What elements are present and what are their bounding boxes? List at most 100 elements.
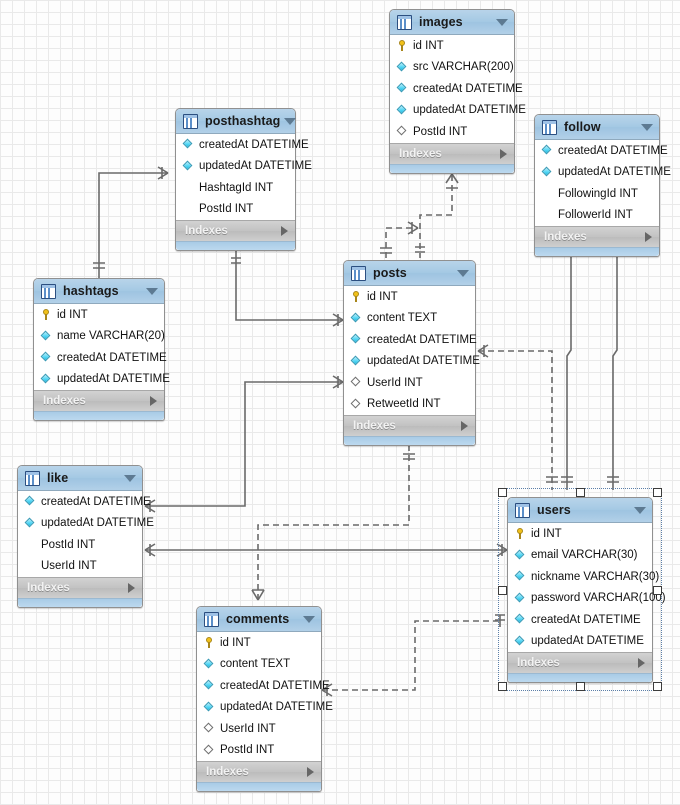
expand-right-icon[interactable]: [638, 658, 645, 668]
table-header-posts[interactable]: posts: [344, 261, 475, 286]
resize-handle-s[interactable]: [576, 682, 585, 691]
field-row[interactable]: createdAt DATETIME: [390, 78, 523, 100]
field-row[interactable]: updatedAt DATETIME: [344, 351, 480, 373]
indexes-label: Indexes: [43, 395, 86, 407]
chevron-down-icon[interactable]: [124, 474, 136, 482]
table-header-images[interactable]: images: [390, 10, 514, 35]
not-null-column-icon: [41, 352, 52, 363]
field-row[interactable]: name VARCHAR(20): [34, 326, 165, 348]
expand-right-icon[interactable]: [645, 232, 652, 242]
not-null-column-icon: [204, 702, 215, 713]
field-row[interactable]: createdAt DATETIME: [18, 491, 151, 513]
field-label: password VARCHAR(100): [531, 592, 666, 605]
table-header-comments[interactable]: comments: [197, 607, 321, 632]
field-row[interactable]: updatedAt DATETIME: [18, 513, 154, 535]
table-header-hashtags[interactable]: hashtags: [34, 279, 164, 304]
indexes-label: Indexes: [517, 657, 560, 669]
indexes-section-comments[interactable]: Indexes: [197, 761, 321, 782]
field-row[interactable]: content TEXT: [344, 308, 475, 330]
field-row[interactable]: content TEXT: [197, 654, 321, 676]
field-row[interactable]: updatedAt DATETIME: [197, 697, 333, 719]
field-row[interactable]: id INT: [508, 523, 652, 545]
field-row[interactable]: id INT: [344, 286, 475, 308]
field-row[interactable]: FollowingId INT: [535, 183, 659, 205]
primary-key-icon: [397, 40, 408, 52]
chevron-down-icon[interactable]: [146, 287, 158, 295]
chevron-down-icon[interactable]: [641, 123, 653, 131]
indexes-section-hashtags[interactable]: Indexes: [34, 390, 164, 411]
field-row[interactable]: PostId INT: [197, 740, 321, 762]
field-row[interactable]: updatedAt DATETIME: [34, 369, 170, 391]
indexes-section-images[interactable]: Indexes: [390, 142, 514, 164]
field-row[interactable]: createdAt DATETIME: [34, 347, 167, 369]
expand-right-icon[interactable]: [307, 767, 314, 777]
expand-right-icon[interactable]: [461, 421, 468, 431]
expand-right-icon[interactable]: [128, 583, 135, 593]
table-header-follow[interactable]: follow: [535, 115, 659, 140]
chevron-down-icon[interactable]: [303, 615, 315, 623]
indexes-section-like[interactable]: Indexes: [18, 577, 142, 598]
field-row[interactable]: updatedAt DATETIME: [176, 156, 312, 178]
indexes-section-posts[interactable]: Indexes: [344, 415, 475, 436]
indexes-section-follow[interactable]: Indexes: [535, 226, 659, 247]
resize-handle-ne[interactable]: [653, 488, 662, 497]
table-header-posthashtag[interactable]: posthashtag: [176, 109, 297, 134]
resize-handle-sw[interactable]: [498, 682, 507, 691]
field-row[interactable]: id INT: [34, 304, 164, 326]
table-header-users[interactable]: users: [508, 498, 652, 523]
table-header-like[interactable]: like: [18, 466, 142, 491]
field-row[interactable]: password VARCHAR(100): [508, 588, 666, 610]
field-label: UserId INT: [41, 560, 97, 573]
field-row[interactable]: updatedAt DATETIME: [508, 631, 652, 653]
field-row[interactable]: HashtagId INT: [176, 177, 295, 199]
chevron-down-icon[interactable]: [284, 117, 297, 125]
chevron-down-icon[interactable]: [496, 18, 508, 26]
field-row[interactable]: createdAt DATETIME: [197, 675, 330, 697]
field-row[interactable]: PostId INT: [390, 121, 514, 143]
field-row[interactable]: updatedAt DATETIME: [535, 162, 671, 184]
field-row[interactable]: PostId INT: [176, 199, 295, 221]
field-row[interactable]: nickname VARCHAR(30): [508, 566, 659, 588]
indexes-section-users[interactable]: Indexes: [508, 652, 652, 673]
resize-handle-n[interactable]: [576, 488, 585, 497]
chevron-down-icon[interactable]: [457, 269, 469, 277]
resize-handle-nw[interactable]: [498, 488, 507, 497]
field-row[interactable]: email VARCHAR(30): [508, 545, 652, 567]
table-footer: [390, 163, 514, 173]
field-row[interactable]: PostId INT: [18, 534, 142, 556]
nullable-column-icon: [204, 723, 215, 734]
expand-right-icon[interactable]: [500, 148, 507, 159]
field-row[interactable]: FollowerId INT: [535, 205, 659, 227]
field-label: id INT: [57, 308, 88, 321]
field-row[interactable]: id INT: [390, 35, 514, 57]
expand-right-icon[interactable]: [281, 226, 288, 236]
expand-right-icon[interactable]: [150, 396, 157, 406]
field-row[interactable]: UserId INT: [197, 718, 321, 740]
field-row[interactable]: createdAt DATETIME: [508, 609, 652, 631]
field-row[interactable]: updatedAt DATETIME: [390, 100, 526, 122]
field-row[interactable]: RetweetId INT: [344, 394, 475, 416]
field-row[interactable]: UserId INT: [18, 556, 142, 578]
chevron-down-icon[interactable]: [634, 506, 646, 514]
primary-key-icon: [204, 637, 215, 649]
field-row[interactable]: src VARCHAR(200): [390, 57, 514, 79]
table-hashtags[interactable]: hashtags id INT name VARCHAR(20)createdAt …: [33, 278, 170, 421]
field-row[interactable]: createdAt DATETIME: [535, 140, 668, 162]
field-row[interactable]: createdAt DATETIME: [176, 134, 309, 156]
indexes-section-posthashtag[interactable]: Indexes: [176, 220, 295, 241]
resize-handle-e[interactable]: [653, 585, 662, 595]
field-row[interactable]: id INT: [197, 632, 321, 654]
resize-handle-w[interactable]: [498, 585, 507, 595]
field-row[interactable]: UserId INT: [344, 372, 475, 394]
field-row[interactable]: createdAt DATETIME: [344, 329, 477, 351]
resize-handle-se[interactable]: [653, 682, 662, 691]
